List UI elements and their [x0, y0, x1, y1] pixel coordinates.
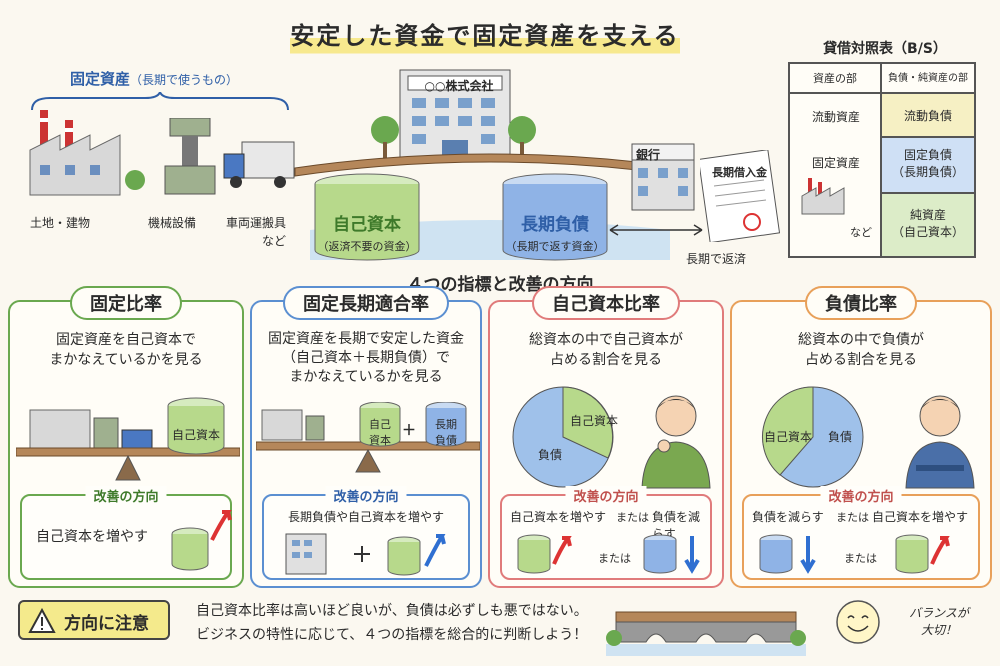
balance-note: バランスが 大切！: [909, 606, 969, 637]
machine-icon: [164, 118, 216, 195]
loan-document-icon: [700, 150, 780, 242]
debt-down-icon-2: [759, 534, 816, 574]
factory-icon: [29, 110, 145, 196]
brace-icon: [31, 92, 289, 111]
bs-title: 貸借対照表（B/S）: [823, 41, 947, 57]
panel-2-plus: ＋: [402, 423, 416, 439]
warning-label: 方向に注意: [64, 614, 149, 634]
panel-fixed-ratio: 固定比率 固定資産を自己資本で まかなえているかを見る 自己資本 改善の方向 自…: [8, 286, 244, 588]
asset-etc-label: など: [262, 234, 287, 248]
longterm-pillar-cylinder: [502, 173, 608, 261]
panel-2-improve-title: 改善の方向: [325, 486, 407, 505]
panel-4-or-mid: または: [844, 552, 877, 565]
stone-bridge-icon: [606, 611, 806, 656]
footer-line-2: ビジネスの特性に応じて、４つの指標を総合的に判断しよう！: [196, 627, 588, 643]
panel-equity-ratio-title: 自己資本比率: [532, 286, 680, 320]
panel-3-desc-2: 占める割合を見る: [550, 352, 662, 368]
bs-factory-icon: [801, 178, 845, 215]
panel-1-improve-text: 自己資本を増やす: [36, 529, 148, 545]
panel-fixed-ratio-title: 固定比率: [70, 286, 182, 320]
asset-land-label: 土地・建物: [30, 216, 91, 230]
bs-net-assets-cell: 純資産 （自己資本）: [882, 194, 974, 256]
equity-up-icon-2: [895, 534, 950, 574]
thinking-person-icon: [641, 395, 711, 489]
balance-sheet: 資産の部 流動資産 固定資産 など 負債・純資産の部 流動負債 固定負債 （長期…: [788, 62, 976, 258]
panel-4-or-top: または: [836, 511, 869, 524]
fixed-assets-heading: 固定資産（長期で使うもの）: [70, 70, 239, 88]
truck-icon: [223, 141, 295, 188]
bs-left-head: 資産の部: [790, 64, 880, 94]
bs-current-assets: 流動資産: [811, 110, 860, 124]
panel-3-or-mid: または: [598, 552, 631, 565]
warning-badge: 方向に注意: [18, 600, 170, 640]
seesaw-icon-2: [256, 402, 480, 473]
panel-3-pie-b: 負債: [538, 448, 563, 462]
panel-4-pie-a: 自己資本: [764, 430, 813, 444]
panel-fixed-longterm-title: 固定長期適合率: [283, 286, 449, 320]
bs-current-liab-cell: 流動負債: [882, 94, 974, 138]
double-arrow-icon: [609, 224, 703, 236]
panel-3-improve-title: 改善の方向: [565, 486, 647, 505]
equity-up-icon: [517, 534, 572, 574]
panel-4-pie-b: 負債: [828, 430, 853, 444]
panel-1-desc-1: 固定資産を自己資本で: [56, 332, 196, 348]
panel-3-improve-a: 自己資本を増やす: [510, 510, 607, 524]
panel-equity-ratio: 自己資本比率 総資本の中で自己資本が 占める割合を見る 自己資本 負債 改善の方…: [488, 286, 724, 588]
panel-2-desc-1: 固定資産を長期で安定した資金: [268, 331, 464, 347]
bs-fixed-assets: 固定資産: [811, 156, 860, 170]
panel-1-cyl-label: 自己資本: [171, 428, 220, 442]
debt-pie-icon: [762, 386, 864, 488]
panel-debt-ratio: 負債比率 総資本の中で負債が 占める割合を見る 自己資本 負債 改善の方向 負債…: [730, 286, 992, 588]
asset-machine-label: 機械設備: [148, 216, 197, 230]
equity-pie-icon: [512, 386, 614, 488]
panel-3-pie-a: 自己資本: [570, 414, 619, 428]
equity-pillar-label: 自己資本: [333, 215, 401, 235]
panel-debt-ratio-title: 負債比率: [805, 286, 917, 320]
page-title: 安定した資金で固定資産を支える: [290, 14, 680, 58]
bank-building-icon: [631, 143, 695, 211]
worried-person-icon: [905, 395, 975, 489]
panel-2-desc-2: （自己資本＋長期負債）で: [282, 350, 450, 366]
bs-right-head: 負債・純資産の部: [882, 64, 974, 94]
equity-pillar-cylinder: [314, 173, 420, 261]
panel-1-improve-title: 改善の方向: [85, 486, 167, 505]
loan-document-label: 長期借入金: [712, 166, 767, 179]
panel-3-improve-box: 改善の方向 自己資本を増やす または 負債を減らす または: [500, 486, 712, 580]
panel-4-desc-1: 総資本の中で負債が: [798, 332, 924, 348]
smiley-icon: [836, 600, 880, 644]
equity-pillar-note: （返済不要の資金）: [317, 240, 417, 253]
debt-down-icon: [643, 534, 700, 574]
panel-2-cyl-a: 自己資本: [369, 418, 391, 447]
longterm-pillar-label: 長期負債: [521, 215, 589, 235]
bank-caption: 長期で返済: [686, 252, 747, 266]
seesaw-icon: [16, 397, 240, 481]
company-sign: ○○株式会社: [424, 79, 494, 93]
panel-4-improve-a: 負債を減らす: [752, 510, 824, 524]
bank-sign: 銀行: [636, 148, 661, 162]
panel-4-improve-b: 自己資本を増やす: [872, 510, 969, 524]
footer-line-1: 自己資本比率は高いほど良いが、負債は必ずしも悪ではない。: [196, 603, 588, 619]
panel-2-improve-box: 改善の方向 長期負債や自己資本を増やす: [262, 486, 470, 580]
bs-etc: など: [850, 226, 872, 239]
panel-4-improve-title: 改善の方向: [820, 486, 902, 505]
panel-1-desc-2: まかなえているかを見る: [49, 352, 203, 368]
panel-4-improve-box: 改善の方向 負債を減らす または 自己資本を増やす または: [742, 486, 980, 580]
panel-4-desc-2: 占める割合を見る: [805, 352, 917, 368]
asset-vehicle-label: 車両運搬具: [226, 216, 287, 230]
increase-arrow-icon: [171, 510, 232, 571]
panel-1-improve-box: 改善の方向 自己資本を増やす: [20, 486, 232, 580]
panel-3-or-top: または: [616, 511, 649, 524]
panel-2-cyl-b: 長期負債: [435, 418, 457, 447]
panel-2-desc-3: まかなえているかを見る: [289, 369, 443, 385]
panel-3-desc-1: 総資本の中で自己資本が: [529, 332, 683, 348]
longterm-pillar-note: （長期で返す資金）: [505, 240, 605, 253]
panel-2-improve-text: 長期負債や自己資本を増やす: [287, 510, 444, 524]
panel-fixed-longterm-ratio: 固定長期適合率 固定資産を長期で安定した資金 （自己資本＋長期負債）で まかなえ…: [250, 286, 482, 588]
warning-triangle-icon: [28, 608, 56, 633]
building-plus-cylinder-icon: [285, 533, 446, 576]
bs-fixed-liab-cell: 固定負債 （長期負債）: [882, 138, 974, 194]
